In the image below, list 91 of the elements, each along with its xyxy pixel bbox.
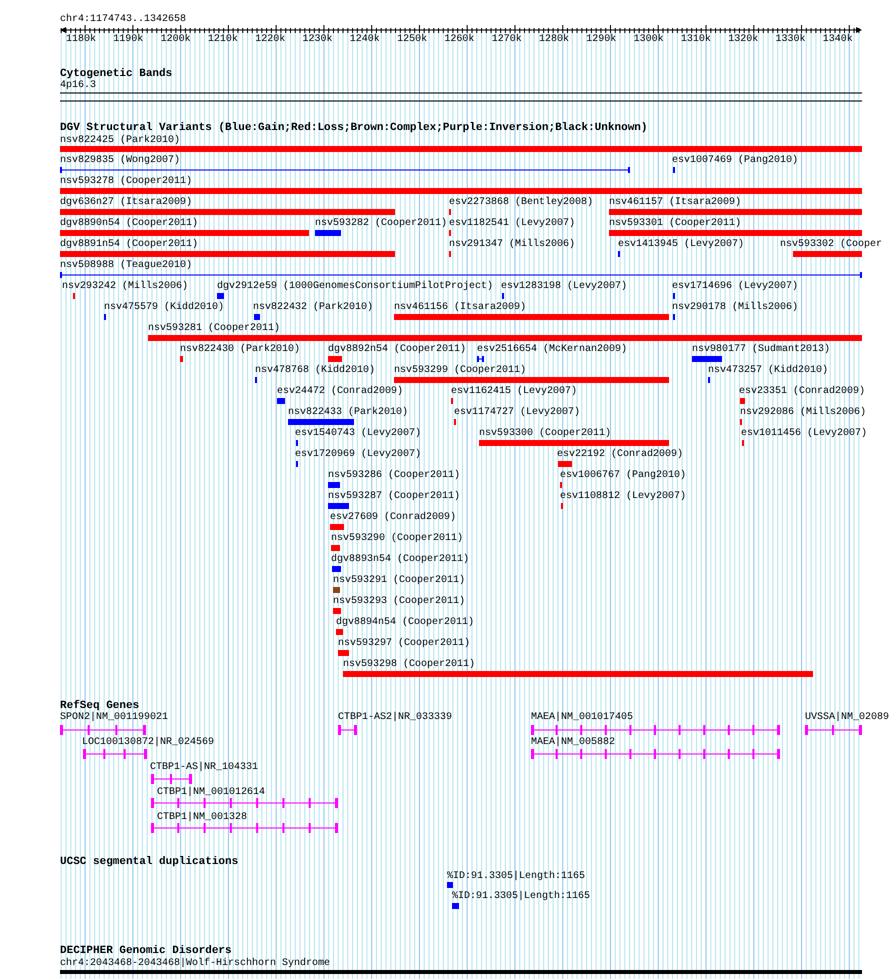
variant-label: nsv593290 (Cooper2011) xyxy=(331,533,464,545)
tick-label: 1220k xyxy=(255,34,286,46)
variant-label: esv1720969 (Levy2007) xyxy=(295,449,422,461)
track-title: UCSC segmental duplications xyxy=(60,856,238,868)
tick-label: 1250k xyxy=(397,34,428,46)
variant-label: dgv2912e59 (1000GenomesConsortiumPilotProject) xyxy=(217,281,494,293)
band-label: 4p16.3 xyxy=(60,80,96,92)
variant-label: nsv473257 (Kidd2010) xyxy=(708,365,828,377)
tick-label: 1270k xyxy=(492,34,522,46)
variant-label: nsv461157 (Itsara2009) xyxy=(609,197,742,209)
tick-label: 1240k xyxy=(350,34,380,46)
variant-label: esv1011456 (Levy2007) xyxy=(741,428,868,440)
variant-label: nsv593286 (Cooper2011) xyxy=(328,470,460,482)
variant-label: esv22192 (Conrad2009) xyxy=(557,449,684,461)
variant-label: nsv822432 (Park2010) xyxy=(253,302,374,314)
gene-label: UVSSA|NM_02089 xyxy=(805,712,890,724)
gene-label: SPON2|NM_001199021 xyxy=(60,712,168,724)
duplication-label: %ID:91.3305|Length:1165 xyxy=(452,891,590,903)
variant-label: nsv593300 (Cooper2011) xyxy=(479,428,612,440)
variant-label: esv23351 (Conrad2009) xyxy=(739,386,866,398)
variant-label: nsv593297 (Cooper2011) xyxy=(338,638,470,650)
track-title: Cytogenetic Bands xyxy=(60,68,172,80)
tick-label: 1280k xyxy=(539,34,570,46)
track-title: DECIPHER Genomic Disorders xyxy=(60,945,232,957)
variant-label: esv1007469 (Pang2010) xyxy=(672,155,798,167)
variant-label: esv1283198 (Levy2007) xyxy=(501,281,628,293)
variant-label: esv1182541 (Levy2007) xyxy=(449,218,576,230)
variant-label: nsv593299 (Cooper2011) xyxy=(394,365,526,377)
variant-label: nsv461156 (Itsara2009) xyxy=(394,302,526,314)
variant-label: dgv8890n54 (Cooper2011) xyxy=(60,218,198,230)
variant-label: nsv593293 (Cooper2011) xyxy=(333,596,466,608)
gene-label: CTBP1|NM_001012614 xyxy=(157,787,266,799)
variant-label: nsv508988 (Teague2010) xyxy=(60,260,192,272)
gene-label: CTBP1-AS|NR_104331 xyxy=(150,762,258,774)
variant-label: nsv593301 (Cooper2011) xyxy=(609,218,742,230)
variant-label: esv1006767 (Pang2010) xyxy=(560,470,686,482)
gene-label: LOC100130872|NR_024569 xyxy=(82,737,214,749)
variant-label: dgv8893n54 (Cooper2011) xyxy=(331,554,470,566)
variant-label: nsv829835 (Wong2007) xyxy=(60,155,180,167)
tick-label: 1330k xyxy=(776,34,806,46)
disorder-label: chr4:2043468-2043468|Wolf-Hirschhorn Syndrome xyxy=(60,958,330,970)
variant-label: esv2273868 (Bentley2008) xyxy=(449,197,594,209)
variant-label: nsv593291 (Cooper2011) xyxy=(333,575,466,587)
variant-label: nsv980177 (Sudmant2013) xyxy=(692,344,830,356)
gene-label: MAEA|NM_001017405 xyxy=(531,712,634,724)
variant-label: esv1714696 (Levy2007) xyxy=(672,281,798,293)
variant-label: nsv593278 (Cooper2011) xyxy=(60,176,192,188)
tick-label: 1320k xyxy=(728,34,758,46)
variant-label: nsv290178 (Mills2006) xyxy=(672,302,798,314)
variant-label: nsv822430 (Park2010) xyxy=(180,344,300,356)
variant-label: esv2516654 (McKernan2009) xyxy=(477,344,628,356)
track-title: RefSeq Genes xyxy=(60,700,140,712)
variant-label: esv1413945 (Levy2007) xyxy=(618,239,744,251)
variant-label: nsv822433 (Park2010) xyxy=(288,407,408,419)
tick-label: 1310k xyxy=(680,34,711,46)
gene-label: CTBP1-AS2|NR_033339 xyxy=(338,712,452,724)
variant-label: esv1540743 (Levy2007) xyxy=(295,428,422,440)
gene-label: CTBP1|NM_001328 xyxy=(157,812,248,824)
variant-label: nsv593281 (Cooper2011) xyxy=(148,323,280,335)
variant-label: esv27609 (Conrad2009) xyxy=(330,512,456,524)
variant-label: nsv475579 (Kidd2010) xyxy=(104,302,224,314)
tick-label: 1180k xyxy=(66,34,96,46)
variant-label: esv1174727 (Levy2007) xyxy=(454,407,580,419)
variant-label: nsv478768 (Kidd2010) xyxy=(255,365,376,377)
variant-label: nsv292086 (Mills2006) xyxy=(740,407,866,419)
coordinate-label: chr4:1174743..1342658 xyxy=(60,14,186,26)
variant-label: dgv636n27 (Itsara2009) xyxy=(60,197,192,209)
variant-label: nsv593302 (Cooper xyxy=(780,239,882,251)
variant-label: esv1162415 (Levy2007) xyxy=(451,386,578,398)
tick-label: 1260k xyxy=(444,34,474,46)
variant-label: dgv8891n54 (Cooper2011) xyxy=(60,239,198,251)
tick-label: 1290k xyxy=(586,34,616,46)
tick-label: 1190k xyxy=(113,34,144,46)
duplication-label: %ID:91.3305|Length:1165 xyxy=(447,871,586,883)
tick-label: 1200k xyxy=(160,34,191,46)
variant-label: dgv8892n54 (Cooper2011) xyxy=(328,344,466,356)
variant-label: nsv593298 (Cooper2011) xyxy=(343,659,476,671)
variant-label: esv1108812 (Levy2007) xyxy=(560,491,686,503)
variant-label: nsv293242 (Mills2006) xyxy=(62,281,188,293)
tick-label: 1210k xyxy=(208,34,238,46)
track-title: DGV Structural Variants (Blue:Gain;Red:Loss;Brown:Complex;Purple:Inversion;Black:Unknown) xyxy=(60,122,648,134)
variant-label: nsv593287 (Cooper2011) xyxy=(328,491,460,503)
variant-label: nsv593282 (Cooper2011) xyxy=(315,218,448,230)
variant-label: nsv291347 (Mills2006) xyxy=(449,239,576,251)
tick-label: 1230k xyxy=(302,34,333,46)
tick-label: 1300k xyxy=(634,34,664,46)
variant-label: dgv8894n54 (Cooper2011) xyxy=(336,617,474,629)
variant-label: esv24472 (Conrad2009) xyxy=(277,386,404,398)
variant-label: nsv822425 (Park2010) xyxy=(60,135,180,147)
gene-label: MAEA|NM_005882 xyxy=(531,737,616,749)
tick-label: 1340k xyxy=(822,34,853,46)
